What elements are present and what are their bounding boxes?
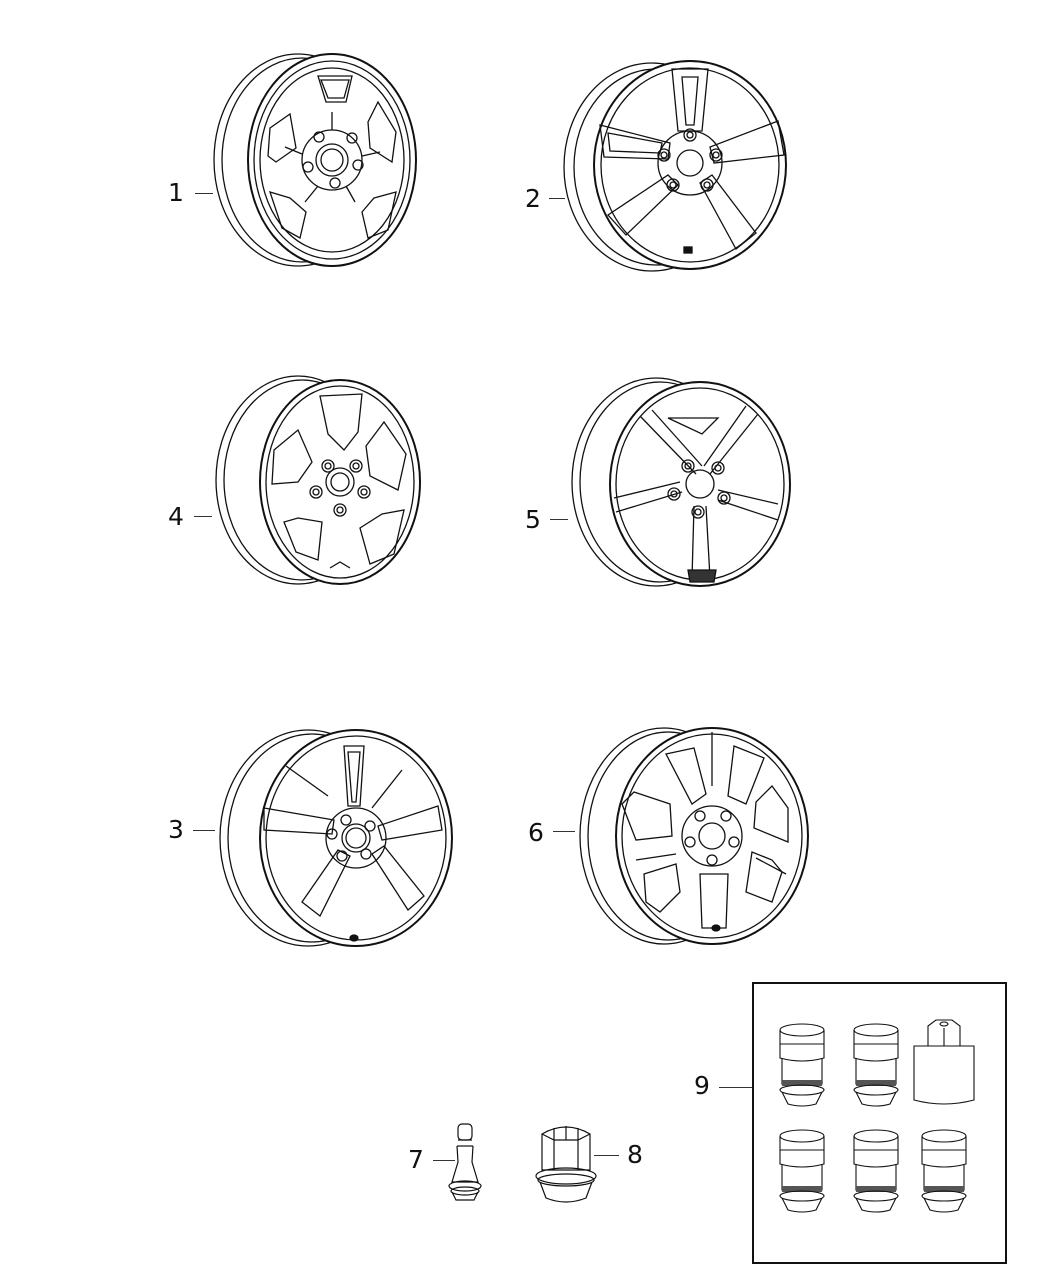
wheel-lock-kit-icon (779, 1019, 975, 1213)
leader-line-5 (550, 519, 568, 520)
leader-line-8 (594, 1155, 619, 1156)
callout-9[interactable]: 9 (694, 1071, 710, 1100)
aluminum-wheel-icon (579, 727, 809, 945)
wheel-2-aluminum[interactable] (560, 55, 795, 275)
aluminum-wheel-icon (571, 377, 791, 587)
valve-stem-icon (448, 1123, 482, 1201)
valve-stem[interactable] (440, 1118, 490, 1208)
leader-line-3 (193, 830, 215, 831)
wheel-6-aluminum[interactable] (576, 724, 821, 949)
wheel-5-aluminum[interactable] (568, 374, 798, 592)
lug-nut[interactable] (532, 1120, 602, 1210)
wheel-1-steel[interactable] (210, 52, 420, 272)
lug-nut-icon (535, 1126, 597, 1203)
aluminum-wheel-icon (219, 729, 453, 947)
callout-6[interactable]: 6 (528, 818, 544, 847)
leader-line-1 (195, 193, 213, 194)
leader-line-2 (549, 198, 565, 199)
leader-line-9 (719, 1087, 753, 1088)
wheel-3-aluminum[interactable] (216, 726, 461, 951)
callout-4[interactable]: 4 (168, 502, 184, 531)
callout-8[interactable]: 8 (627, 1140, 643, 1169)
leader-line-6 (553, 831, 575, 832)
callout-2[interactable]: 2 (525, 184, 541, 213)
aluminum-wheel-icon (563, 60, 787, 272)
leader-line-7 (433, 1160, 455, 1161)
callout-7[interactable]: 7 (408, 1145, 424, 1174)
wheel-lock-kit-box[interactable] (752, 982, 1007, 1264)
callout-5[interactable]: 5 (525, 505, 541, 534)
callout-1[interactable]: 1 (168, 178, 184, 207)
callout-3[interactable]: 3 (168, 815, 184, 844)
leader-line-4 (194, 516, 212, 517)
aluminum-wheel-icon (215, 375, 421, 585)
steel-wheel-icon (213, 53, 417, 267)
wheel-4-aluminum[interactable] (212, 372, 422, 590)
